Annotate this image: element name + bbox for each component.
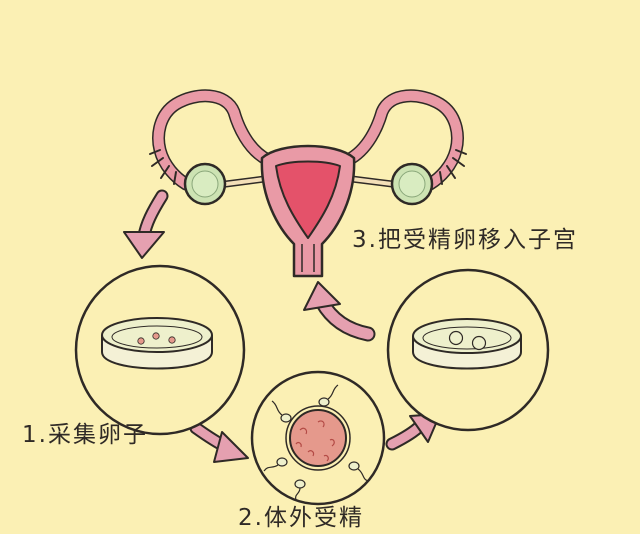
sperm	[271, 400, 292, 423]
embryo	[448, 330, 464, 346]
embryo-culture-panel	[386, 268, 550, 432]
step-2-label: 2.体外受精	[238, 505, 364, 531]
embryo	[471, 335, 487, 351]
fertilization-panel	[250, 370, 386, 506]
sperm	[263, 457, 288, 472]
egg	[137, 337, 145, 345]
step-1-label: 1.采集卵子	[22, 422, 148, 448]
arrow-ovary-to-dish	[123, 189, 169, 259]
sperm	[294, 479, 306, 501]
egg-cell	[289, 409, 347, 467]
uterine-cavity	[275, 160, 341, 239]
egg	[152, 332, 160, 340]
right-fimbriae	[439, 149, 467, 185]
petri-dish-2	[412, 318, 522, 370]
arrow-dish-to-fertilization	[189, 421, 249, 463]
sperm	[318, 384, 339, 407]
petri-dish-1	[101, 317, 213, 370]
egg	[168, 336, 176, 344]
left-fimbriae	[149, 149, 177, 185]
sperm	[348, 461, 369, 482]
egg-collection-panel	[74, 264, 246, 436]
arrow-dish-to-uterus	[303, 281, 376, 342]
step-3-label: 3.把受精卵移入子宫	[352, 227, 578, 253]
uterus-illustration	[149, 89, 467, 278]
